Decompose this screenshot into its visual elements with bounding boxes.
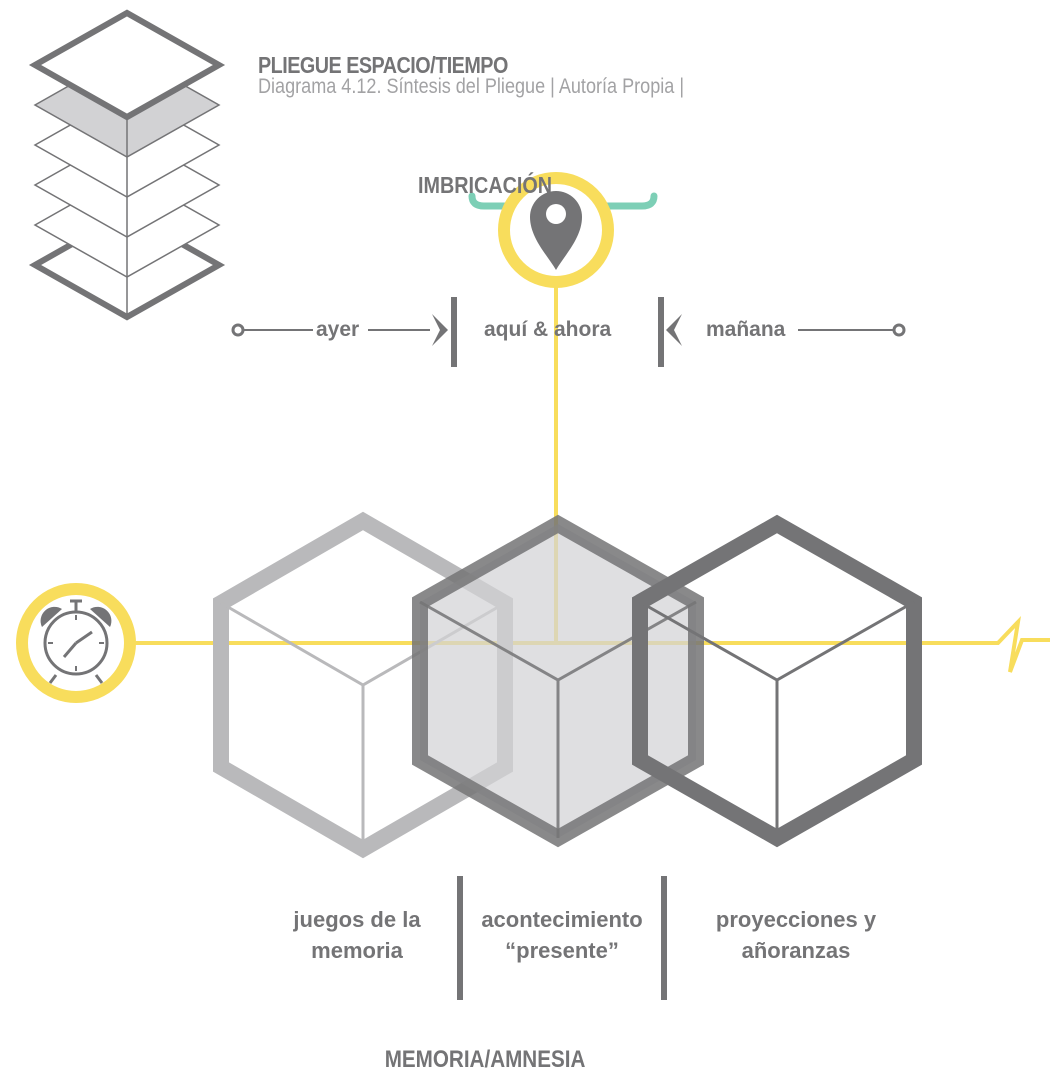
timeline-present-label: aquí & ahora [484, 318, 612, 341]
timeline-future-label: mañana [706, 318, 786, 341]
alarm-clock-icon [16, 583, 136, 703]
column-label-memory-line1: juegos de la [293, 907, 421, 932]
column-separators [457, 876, 667, 1000]
column-label-future: proyecciones y añoranzas [696, 904, 896, 966]
layers-stack-icon [28, 9, 226, 321]
footer-label: MEMORIA/AMNESIA [384, 1046, 586, 1073]
cube-present-event [412, 514, 704, 848]
page-title: PLIEGUE ESPACIO/TIEMPO [258, 52, 508, 78]
column-label-memory: juegos de la memoria [262, 904, 452, 966]
column-label-future-line2: añoranzas [741, 938, 851, 963]
column-label-future-line1: proyecciones y [715, 907, 877, 932]
cube-projections [632, 514, 922, 848]
column-label-present: acontecimiento “presente” [466, 904, 658, 966]
column-label-present-line1: acontecimiento [481, 907, 643, 932]
brace-label: IMBRICACIÓN [418, 172, 553, 198]
column-label-present-line2: “presente” [505, 938, 619, 963]
time-axis [231, 297, 906, 367]
column-label-memory-line2: memoria [311, 938, 403, 963]
location-pin-icon [498, 172, 614, 288]
timeline-past-label: ayer [316, 318, 360, 341]
page-subtitle: Diagrama 4.12. Síntesis del Pliegue | Au… [258, 75, 685, 98]
